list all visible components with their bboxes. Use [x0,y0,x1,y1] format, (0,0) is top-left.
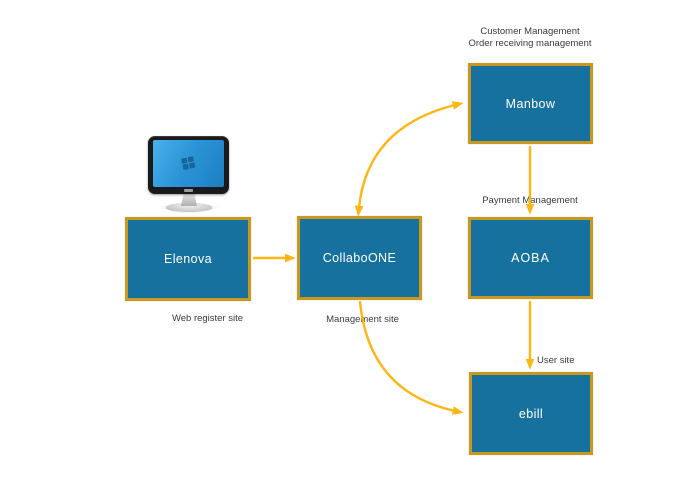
node-manbow: Manbow [468,63,593,144]
computer-monitor-icon [145,134,233,214]
edge-collaboone-manbow-bidirectional [354,101,464,217]
monitor-screen [153,140,224,187]
caption-management-site: Management site [326,314,399,325]
caption-payment-management: Payment Management [482,195,578,206]
caption-user-site: User site [537,355,575,366]
node-manbow-label: Manbow [505,96,556,111]
caption-web-register-site: Web register site [171,313,244,324]
caption-customer-order-management: Customer Management Order receiving mana… [435,26,625,50]
node-elenova: Elenova [125,217,251,301]
node-aoba-label: AOBA [511,251,550,265]
node-ebill: ebill [469,372,593,455]
node-collaboone-label: CollaboONE [322,251,397,265]
monitor-stand [181,192,197,206]
caption-order-receiving-line: Order receiving management [468,38,592,49]
node-ebill-label: ebill [518,406,544,421]
monitor-chin-dot [184,189,193,192]
monitor-base [166,203,212,211]
caption-customer-management-line: Customer Management [480,26,580,37]
node-collaboone: CollaboONE [297,216,422,300]
node-aoba: AOBA [468,217,593,299]
windows-logo-icon [181,156,196,170]
monitor-bezel [148,136,229,194]
node-elenova-label: Elenova [164,252,212,266]
